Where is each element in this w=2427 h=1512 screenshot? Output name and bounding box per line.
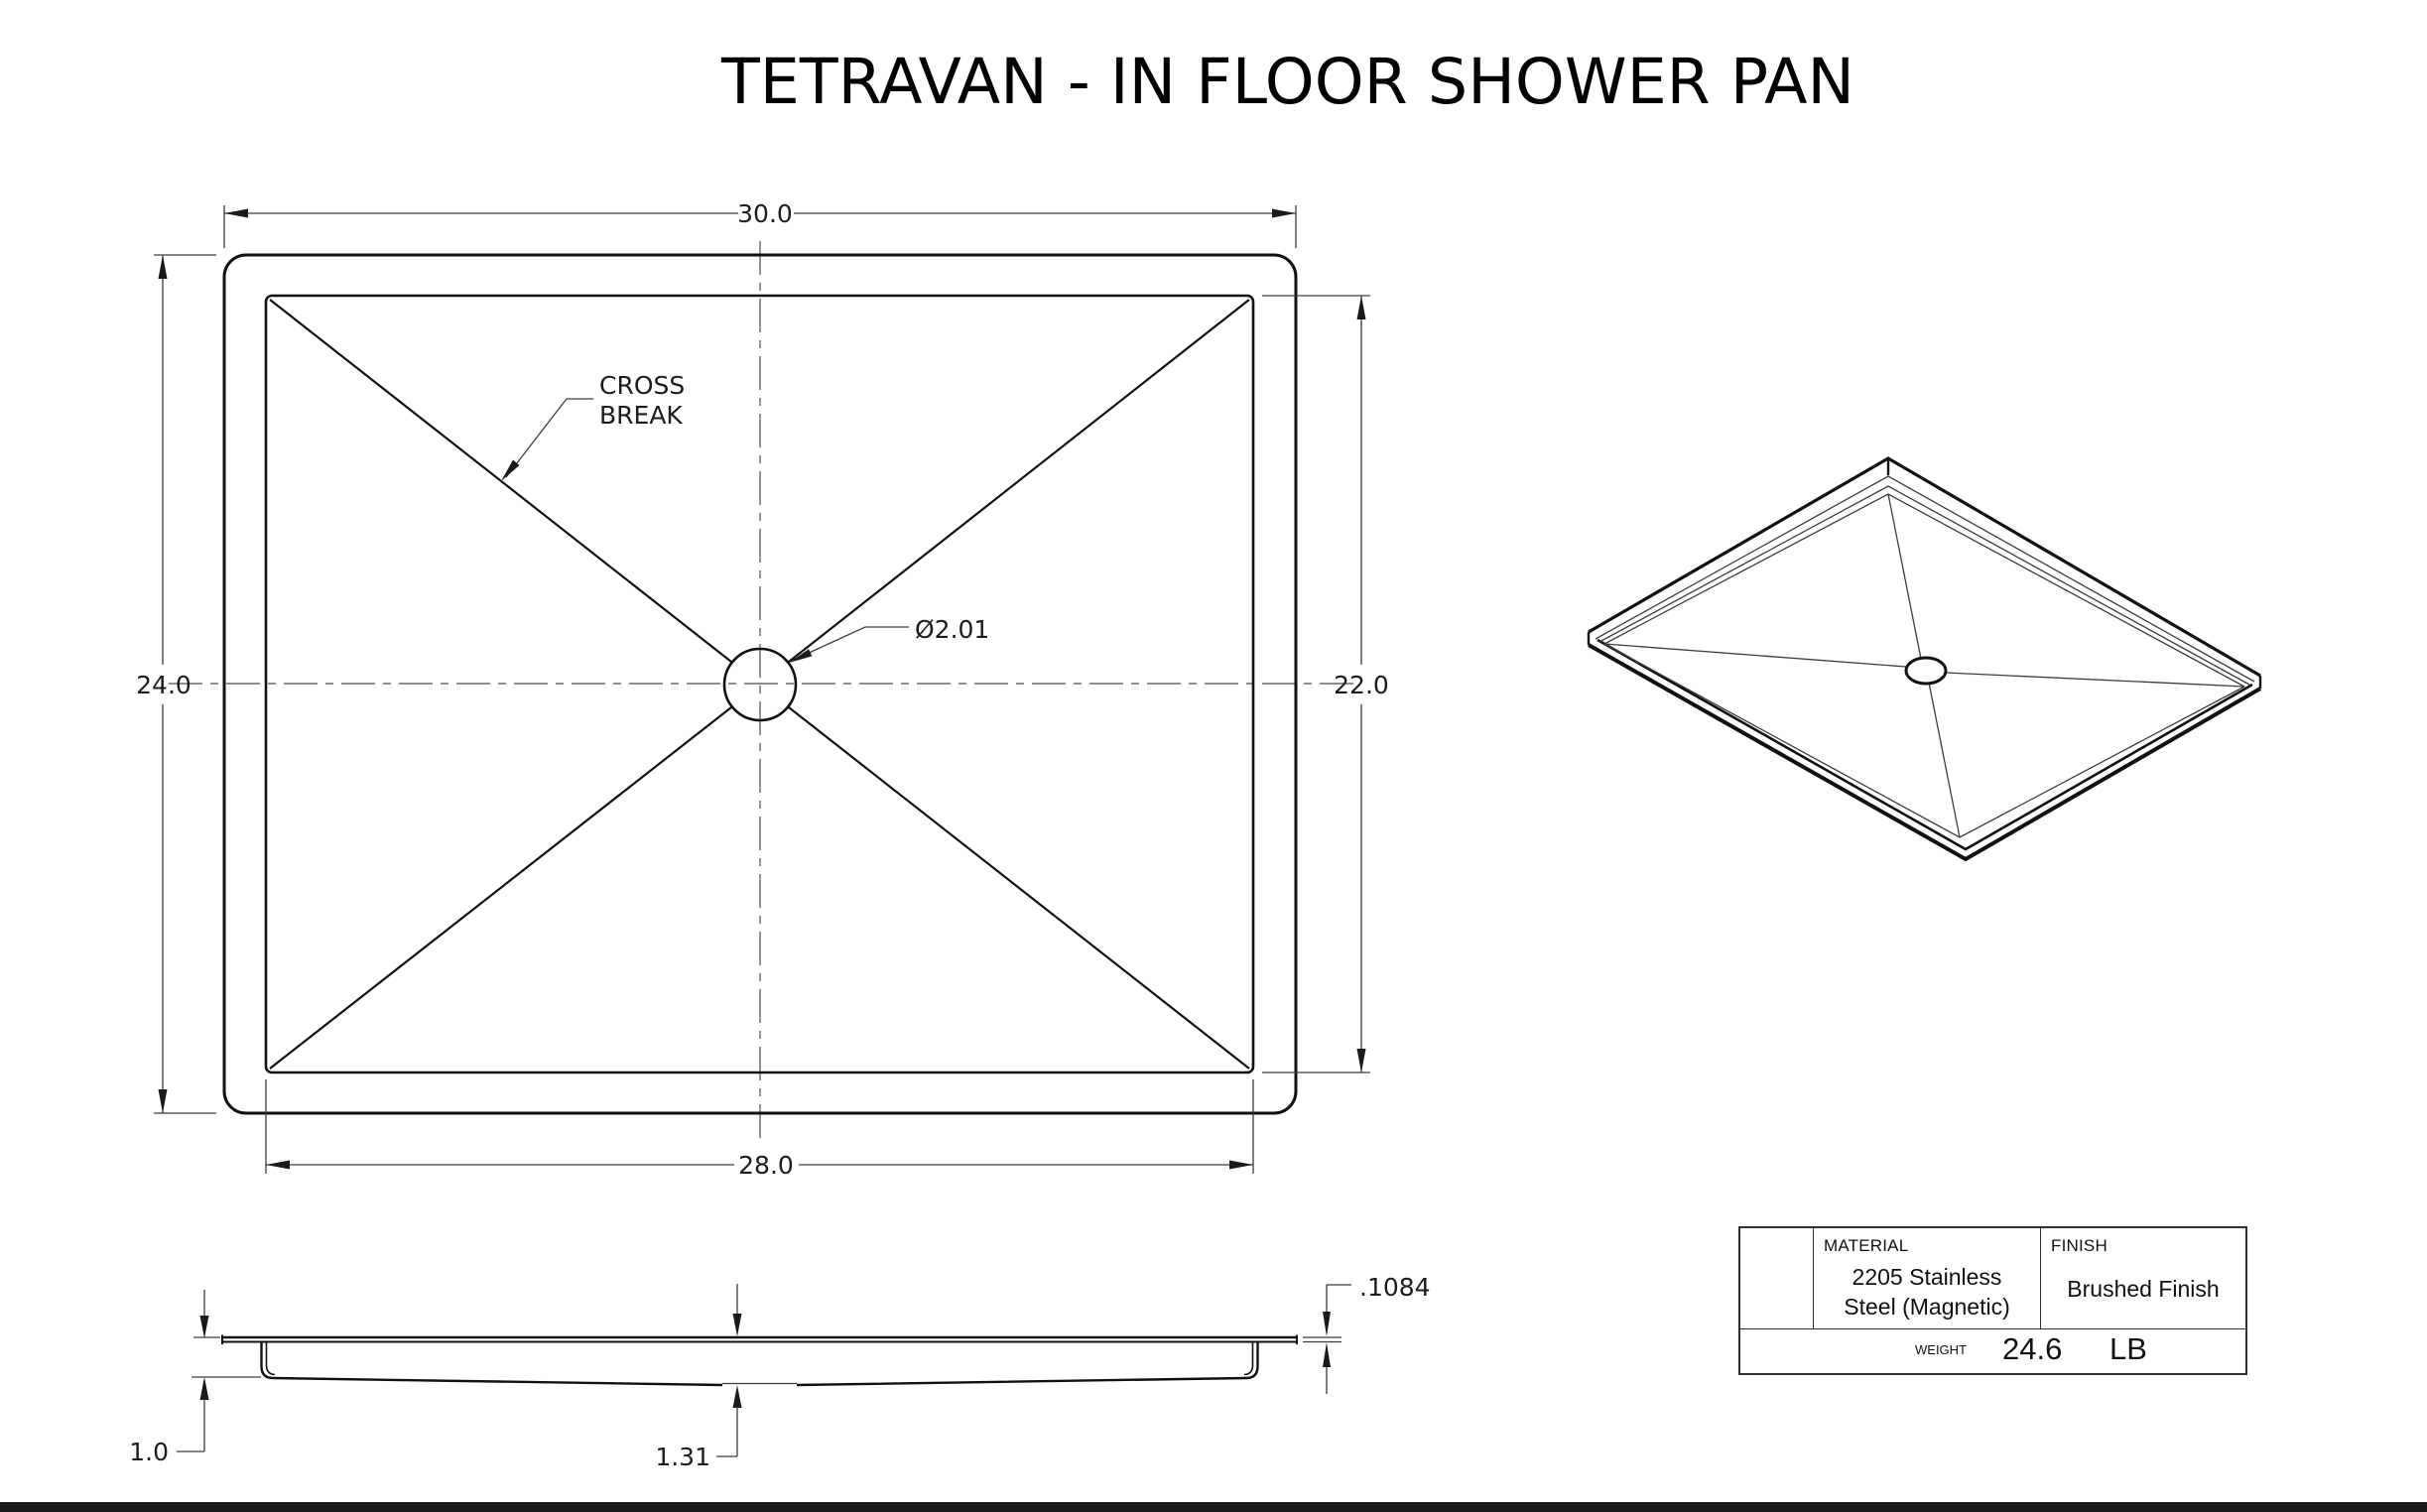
- top-view: 30.0 24.0 22.0: [136, 199, 1389, 1180]
- dim-value-outer-height: 24.0: [136, 671, 192, 699]
- dim-value-center-depth: 1.31: [655, 1443, 710, 1471]
- left-wall-inner: [265, 1342, 276, 1376]
- pan-outer-edge: [222, 253, 1298, 1115]
- cross-break-label-line2: BREAK: [599, 401, 683, 430]
- right-wall-inner: [1243, 1342, 1254, 1376]
- iso-outer-rim-top: [1588, 456, 2261, 678]
- iso-bend-line: [1595, 475, 2255, 683]
- arrowhead: [1356, 1049, 1366, 1072]
- dimension-outer-height: 24.0: [136, 254, 216, 1114]
- title-block-top-row: MATERIAL 2205 Stainless Steel (Magnetic)…: [1740, 1228, 2245, 1328]
- arrowhead: [732, 1385, 742, 1408]
- iso-rim-inner-front: [1597, 638, 2253, 851]
- cross-break-line-bl: [269, 706, 732, 1070]
- title-block-empty-cell: [1740, 1228, 1814, 1328]
- dimension-outer-width: 30.0: [223, 199, 1297, 248]
- page-title: TETRAVAN - IN FLOOR SHOWER PAN: [720, 46, 1854, 118]
- iso-bend-line: [1598, 485, 2250, 686]
- cross-break-callout: CROSS BREAK: [501, 371, 685, 481]
- title-block: MATERIAL 2205 Stainless Steel (Magnetic)…: [1738, 1226, 2247, 1375]
- dim-value-inner-height: 22.0: [1334, 671, 1389, 699]
- drain-diameter-callout: Ø2.01: [789, 615, 989, 663]
- cross-break-line-tl: [269, 299, 732, 663]
- pan-inner-edge: [264, 294, 1255, 1074]
- arrowhead: [732, 1314, 742, 1336]
- material-cell: MATERIAL 2205 Stainless Steel (Magnetic): [1814, 1228, 2041, 1328]
- weight-label: WEIGHT: [1915, 1342, 1967, 1357]
- iso-cross-break: [1928, 682, 1961, 838]
- arrowhead: [1229, 1160, 1253, 1170]
- iso-outer-rim-bottom: [1588, 643, 2262, 862]
- iso-cross-break: [1603, 643, 1907, 668]
- arrowhead: [224, 208, 248, 218]
- leader-line: [505, 398, 593, 478]
- dimension-thickness: .1084: [1303, 1273, 1431, 1394]
- weight-unit: LB: [2109, 1331, 2147, 1366]
- finish-label: FINISH: [2051, 1236, 2108, 1255]
- dimension-center-depth: 1.31: [655, 1284, 742, 1471]
- iso-floor-edge: [1603, 643, 2245, 838]
- arrowhead: [1323, 1342, 1331, 1367]
- right-wall-outer: [796, 1342, 1259, 1387]
- isometric-view: [1587, 456, 2262, 862]
- material-label: MATERIAL: [1824, 1236, 1909, 1255]
- cross-break-line-tr: [788, 299, 1250, 663]
- arrowhead: [199, 1316, 209, 1338]
- arrowhead: [789, 649, 813, 663]
- iso-cross-break: [1945, 672, 2245, 688]
- drain-diameter-label: Ø2.01: [915, 615, 989, 644]
- material-value-line1: 2205 Stainless: [1852, 1264, 2002, 1290]
- cross-break-line-br: [788, 706, 1250, 1070]
- dim-value-thickness: .1084: [1359, 1273, 1431, 1302]
- arrowhead: [1323, 1312, 1331, 1336]
- dimension-edge-depth: 1.0: [129, 1290, 261, 1466]
- cross-break-label-line1: CROSS: [599, 371, 685, 400]
- finish-value: Brushed Finish: [2067, 1276, 2220, 1302]
- arrowhead: [158, 255, 168, 279]
- dimension-inner-width: 28.0: [265, 1079, 1254, 1180]
- side-view: 1.0 1.31 .1084: [129, 1273, 1430, 1471]
- drain-hole: [722, 647, 798, 722]
- footer-bar: [0, 1502, 2427, 1512]
- arrowhead: [1356, 296, 1366, 319]
- material-value: 2205 Stainless Steel (Magnetic): [1814, 1262, 2040, 1322]
- material-value-line2: Steel (Magnetic): [1844, 1294, 2010, 1320]
- leader-line: [793, 626, 909, 661]
- dim-value-inner-width: 28.0: [738, 1151, 794, 1180]
- iso-cross-break: [1887, 493, 1922, 660]
- iso-drain-hole: [1904, 656, 1948, 686]
- dimension-inner-height: 22.0: [1262, 295, 1389, 1073]
- arrowhead: [266, 1160, 290, 1170]
- arrowhead: [1272, 208, 1296, 218]
- weight-cell: WEIGHT 24.6 LB: [1740, 1328, 2245, 1373]
- arrowhead: [501, 459, 520, 481]
- dim-value-edge-depth: 1.0: [129, 1438, 169, 1466]
- arrowhead: [158, 1089, 168, 1113]
- dim-value-outer-width: 30.0: [737, 199, 793, 228]
- left-wall-outer: [260, 1342, 723, 1387]
- weight-value: 24.6: [2002, 1331, 2063, 1366]
- arrowhead: [199, 1377, 209, 1400]
- finish-cell: FINISH Brushed Finish: [2041, 1228, 2245, 1328]
